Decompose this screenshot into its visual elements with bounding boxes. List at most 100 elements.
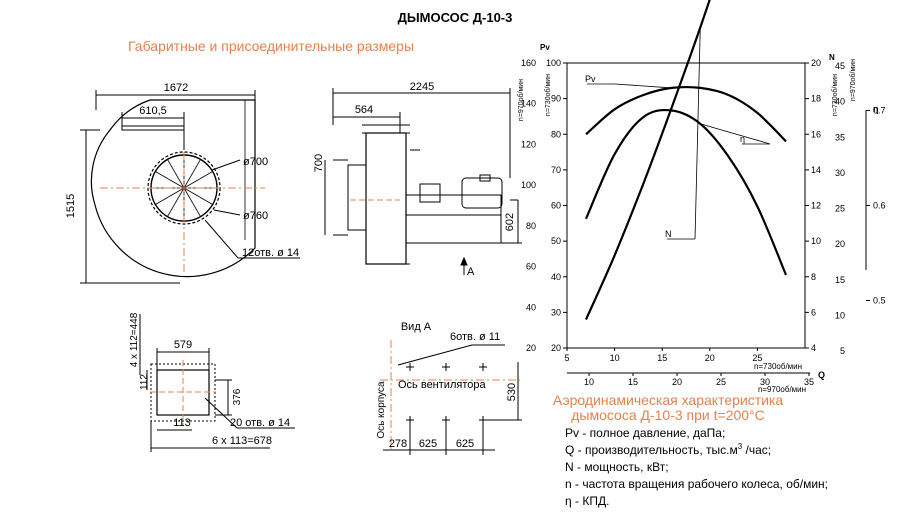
series-label: Pv	[585, 74, 596, 84]
impeller-blade	[183, 187, 213, 205]
q970-tick-label: 10	[584, 377, 594, 387]
pv970-tick-label: 40	[526, 302, 536, 312]
legend-item-n-speed: n - частота вращения рабочего колеса, об…	[565, 477, 828, 491]
dim-length: 2245	[410, 81, 434, 93]
front-view	[80, 90, 300, 284]
legend-heading-2: дымососа Д-10-3 при t=200°C	[571, 407, 765, 423]
volute-outline	[90, 99, 256, 278]
chart-frame	[566, 62, 806, 349]
impeller-blade	[167, 187, 185, 217]
n970-tick-label: 20	[811, 58, 821, 68]
pv970-tick-label: 100	[521, 180, 536, 190]
chart-series: Pv ηN	[584, 0, 788, 320]
pv730-tick-label: 80	[551, 129, 561, 139]
body-axis-label: Ось корпуса	[376, 381, 387, 439]
impeller-blade	[155, 171, 185, 189]
dim-inlet-h: 700	[313, 154, 325, 172]
series-label: η	[740, 134, 745, 144]
dim-base-h: 602	[504, 213, 516, 231]
n-axis-label: N	[829, 53, 835, 62]
volute-side	[365, 132, 407, 265]
eta-tick-label: 0.5	[873, 296, 886, 306]
pv730-tick-label: 40	[551, 272, 561, 282]
n730-tick-label: 30	[835, 168, 845, 178]
pv730-tick-label: 50	[551, 236, 561, 246]
page-subtitle: Габаритные и присоединительные размеры	[128, 38, 414, 54]
impeller-blade	[155, 187, 185, 205]
impeller-blade	[167, 159, 185, 189]
dim-height: 1515	[65, 194, 77, 218]
pv970-tick-label: 20	[526, 343, 536, 353]
legend-item-eta: η - КПД.	[565, 494, 609, 508]
q730-tick-label: 5	[564, 353, 569, 363]
pv970-tick-label: 140	[521, 99, 536, 109]
n730-tick-label: 35	[835, 132, 845, 142]
pv970-tick-label: 160	[521, 58, 536, 68]
series-line-eta	[584, 108, 788, 276]
page-title: ДЫМОСОС Д-10-3	[398, 10, 513, 25]
base-bolt-marks	[406, 363, 487, 424]
impeller-blade	[183, 171, 213, 189]
q730-tick-label: 15	[657, 353, 667, 363]
pv730-axis-label: n=730об/мин	[544, 74, 552, 116]
base-frame	[405, 214, 502, 244]
dim-offset: 610,5	[139, 105, 167, 117]
pv970-axis-label: n=970об/мин	[517, 79, 525, 121]
dim-530: 530	[506, 383, 518, 401]
fan-axis-label: Ось вентилятора	[398, 379, 486, 391]
q970-tick-label: 20	[672, 377, 682, 387]
n730-tick-label: 40	[835, 97, 845, 107]
flange-view	[139, 314, 295, 452]
flange-p113: 113	[173, 417, 191, 429]
aero-chart: 204060801001201401602030405060708090100P…	[517, 0, 886, 394]
dim-d700: ø700	[243, 156, 268, 168]
flange-h376: 376	[232, 388, 243, 405]
n970-axis-label: n=970об/мин	[849, 59, 857, 101]
series-leader	[694, 27, 701, 240]
n970-tick-label: 10	[811, 236, 821, 246]
n730-tick-label: 45	[835, 61, 845, 71]
series-leader	[614, 83, 672, 89]
dim-625-b: 625	[456, 438, 474, 450]
motor	[461, 177, 503, 209]
base-view	[380, 340, 522, 455]
impeller-blade	[183, 159, 201, 189]
q970-axis-label: n=970об/мин	[758, 385, 806, 394]
q730-tick-label: 10	[610, 353, 620, 363]
n970-tick-label: 18	[811, 94, 821, 104]
n970-tick-label: 8	[811, 272, 816, 282]
pv730-tick-label: 20	[551, 343, 561, 353]
legend-item-pv: Pv - полное давление, даПа;	[565, 426, 725, 440]
pv730-tick-label: 70	[551, 165, 561, 175]
view-a-label: Вид А	[401, 321, 432, 333]
n730-tick-label: 25	[835, 204, 845, 214]
series-label: N	[665, 229, 672, 239]
pv730-tick-label: 30	[551, 307, 561, 317]
legend-heading-1: Аэродинамическая характеристика	[553, 392, 784, 408]
pv970-tick-label: 60	[526, 262, 536, 272]
series-leader	[700, 123, 771, 145]
pv970-tick-label: 120	[521, 139, 536, 149]
view-a-arrow-label: A	[467, 266, 475, 278]
legend-item-n-power: N - мощность, кВт;	[565, 460, 669, 474]
q730-axis-label: n=730об/мин	[754, 362, 802, 371]
legend-item-q: Q - производительность, тыс.м3 /час;	[565, 442, 771, 457]
n730-tick-label: 20	[835, 239, 845, 249]
n970-tick-label: 4	[811, 343, 816, 353]
q970-tick-label: 30	[760, 377, 770, 387]
flange-holes: 20 отв. ø 14	[230, 417, 290, 429]
q730-tick-label: 25	[752, 353, 762, 363]
dim-holes: 12отв. ø 14	[242, 247, 299, 259]
flange-bottom: 6 x 113=678	[212, 435, 272, 447]
flange-width: 579	[174, 339, 192, 351]
impeller-blade	[183, 187, 201, 217]
q970-tick-label: 35	[804, 377, 814, 387]
inlet-side	[347, 164, 367, 231]
n730-axis-label: n=730об/мин	[831, 74, 839, 116]
series-line-pv	[585, 85, 787, 143]
base-holes: 6отв. ø 11	[450, 331, 500, 343]
pv730-tick-label: 90	[551, 94, 561, 104]
flange-vert-pitch: 4 x 112=448	[129, 312, 140, 367]
pv970-tick-label: 80	[526, 221, 536, 231]
dim-278: 278	[389, 438, 407, 450]
